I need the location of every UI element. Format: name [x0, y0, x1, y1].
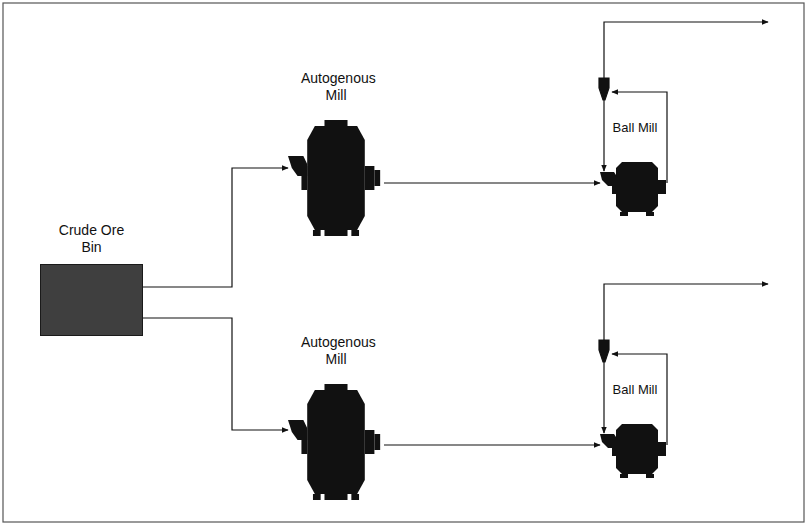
autogenous-mill: Autogenous Mill	[285, 70, 387, 238]
ball-mill-symbol	[600, 158, 670, 216]
ore-bin: Crude Ore Bin	[40, 222, 143, 336]
ball-mill: Ball Mill	[600, 382, 670, 478]
node-label: Autogenous Mill	[301, 334, 371, 368]
frame	[3, 3, 804, 522]
flow-arrow	[143, 168, 288, 287]
cyclone-circuit	[599, 284, 768, 445]
overflow-line	[604, 22, 768, 80]
flow-arrow	[384, 444, 600, 445]
autogenous-mill-symbol	[288, 382, 384, 502]
autogenous-mill: Autogenous Mill	[285, 334, 387, 502]
node-label: Ball Mill	[613, 382, 658, 398]
node-label: Ball Mill	[613, 120, 658, 136]
ball-mill-symbol	[600, 420, 670, 478]
flow-arrow	[143, 318, 288, 430]
underflow-line	[603, 100, 604, 171]
flow-arrow	[384, 182, 600, 183]
node-label: Crude Ore Bin	[50, 222, 134, 256]
ball-mill: Ball Mill	[600, 120, 670, 216]
cyclone-symbol	[599, 78, 609, 100]
autogenous-mill-symbol	[288, 118, 384, 238]
cyclone-symbol	[599, 340, 609, 362]
overflow-line	[604, 284, 768, 342]
underflow-line	[603, 362, 604, 433]
node-label: Autogenous Mill	[301, 70, 371, 104]
cyclone-circuit	[599, 22, 768, 183]
bin-symbol	[40, 264, 143, 336]
